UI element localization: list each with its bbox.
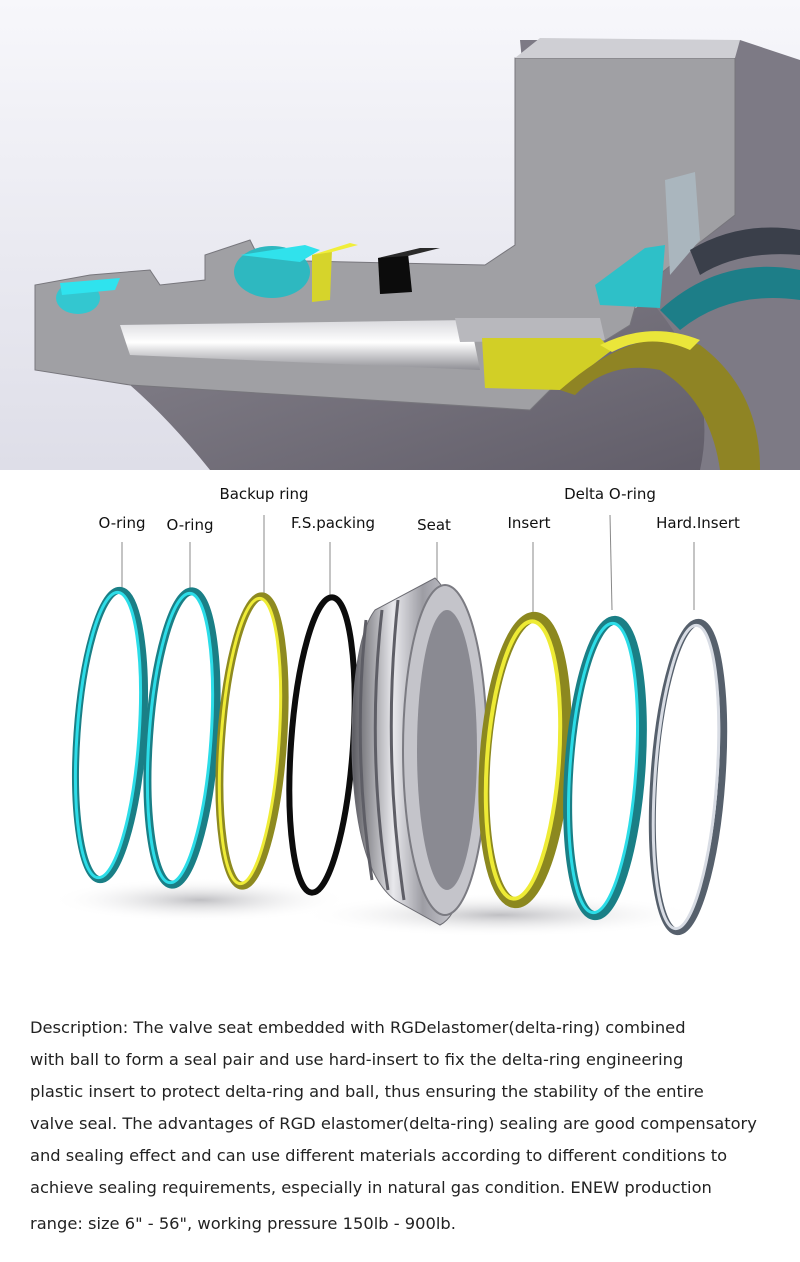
oring-1-highlight [74, 590, 142, 880]
backup-ring-highlight [217, 596, 283, 886]
backup-ring-section [312, 250, 332, 302]
seat-groove-3 [389, 599, 406, 901]
shadow-1 [50, 878, 350, 922]
label-insert: Insert [507, 514, 551, 532]
oring-2-top [240, 245, 320, 262]
label-delta-oring: Delta O-ring [564, 485, 656, 503]
exploded-parts-view: O-ring O-ring Backup ring F.S.packing Se… [0, 470, 800, 990]
shadow-2 [300, 893, 700, 937]
fs-packing-top [378, 248, 440, 258]
seat-inner-bore [417, 610, 477, 890]
description-line: and sealing effect and can use different… [30, 1146, 728, 1165]
delta-oring-section [595, 245, 665, 308]
seat-part [351, 577, 488, 926]
label-hard-insert: Hard.Insert [656, 514, 740, 532]
label-seat: Seat [417, 516, 451, 534]
hard-insert-section [665, 172, 700, 275]
leader-delta-oring [609, 514, 613, 611]
description-line: plastic insert to protect delta-ring and… [30, 1082, 704, 1101]
seat-bore [120, 320, 480, 370]
backup-ring-top [312, 243, 358, 255]
delta-oring-highlight [567, 621, 639, 915]
fs-packing-part [286, 594, 358, 896]
seat-body-underside [130, 248, 800, 470]
delta-oring-ring [660, 266, 800, 330]
insert-section [482, 338, 612, 390]
bore-step [455, 318, 605, 342]
description-text: Description: The valve seat embedded wit… [30, 1012, 800, 1240]
insert-highlight [483, 619, 563, 901]
oring-1-top [60, 278, 120, 295]
fs-packing-section [378, 253, 412, 294]
description-line: achieve sealing requirements, especially… [30, 1178, 712, 1197]
label-oring-1: O-ring [98, 514, 146, 532]
description-line: range: size 6" - 56", working pressure 1… [30, 1214, 456, 1233]
seat-cross-section-diagram [0, 0, 800, 470]
label-backup-ring: Backup ring [219, 485, 309, 503]
seat-groove-1 [358, 619, 374, 881]
label-fs-packing: F.S.packing [290, 514, 376, 532]
description-line: with ball to form a seal pair and use ha… [30, 1050, 684, 1069]
description-line: Description: The valve seat embedded wit… [30, 1018, 686, 1037]
seat-top-face [515, 38, 740, 58]
hard-insert-highlight [651, 623, 721, 931]
seat-groove-2 [373, 609, 390, 891]
label-oring-2: O-ring [166, 516, 214, 534]
description-line: valve seal. The advantages of RGD elasto… [30, 1114, 757, 1133]
exploded-parts-svg [50, 514, 728, 937]
hard-insert-ring [690, 227, 800, 275]
oring-2-highlight [145, 591, 215, 885]
insert-ring-edge [600, 331, 700, 352]
insert-ring [560, 338, 760, 470]
